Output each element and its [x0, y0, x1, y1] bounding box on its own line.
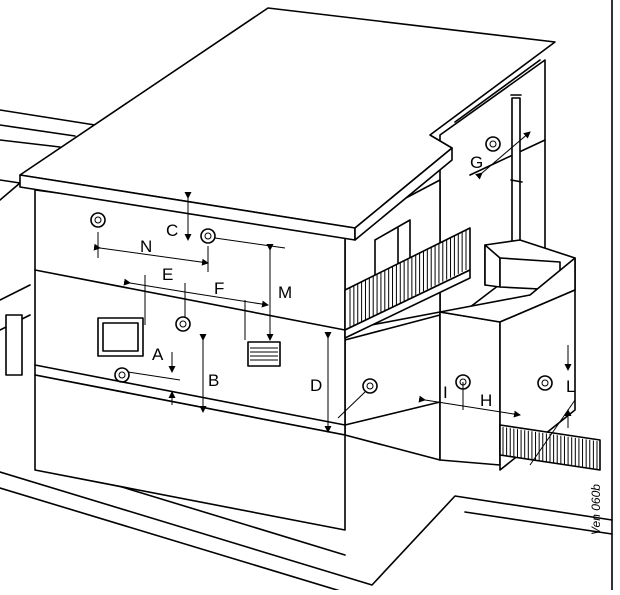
building-side-lower	[344, 314, 441, 461]
label-l: L	[566, 377, 575, 396]
drain-pipe	[510, 94, 523, 249]
label-i: I	[443, 383, 448, 402]
label-g: G	[470, 153, 483, 172]
label-m: M	[278, 283, 292, 302]
label-c: C	[166, 221, 178, 240]
annex-tower	[439, 239, 576, 471]
label-d: D	[310, 376, 322, 395]
balcony	[344, 227, 471, 339]
label-a: A	[152, 345, 164, 364]
figure-code: Ven 060b	[589, 484, 603, 535]
label-b: B	[208, 371, 219, 390]
label-f: F	[214, 279, 224, 298]
dimension-lines	[93, 131, 576, 466]
ground-grate	[499, 424, 601, 471]
label-e: E	[162, 265, 173, 284]
label-h: H	[480, 391, 492, 410]
label-n: N	[140, 237, 152, 256]
window	[97, 317, 144, 357]
building-front-lower	[34, 374, 346, 531]
floor-line-side-lower	[344, 401, 441, 426]
floor-line-lower	[34, 364, 346, 426]
floor-line-upper	[34, 269, 346, 331]
vent-grille-icon	[247, 341, 281, 367]
